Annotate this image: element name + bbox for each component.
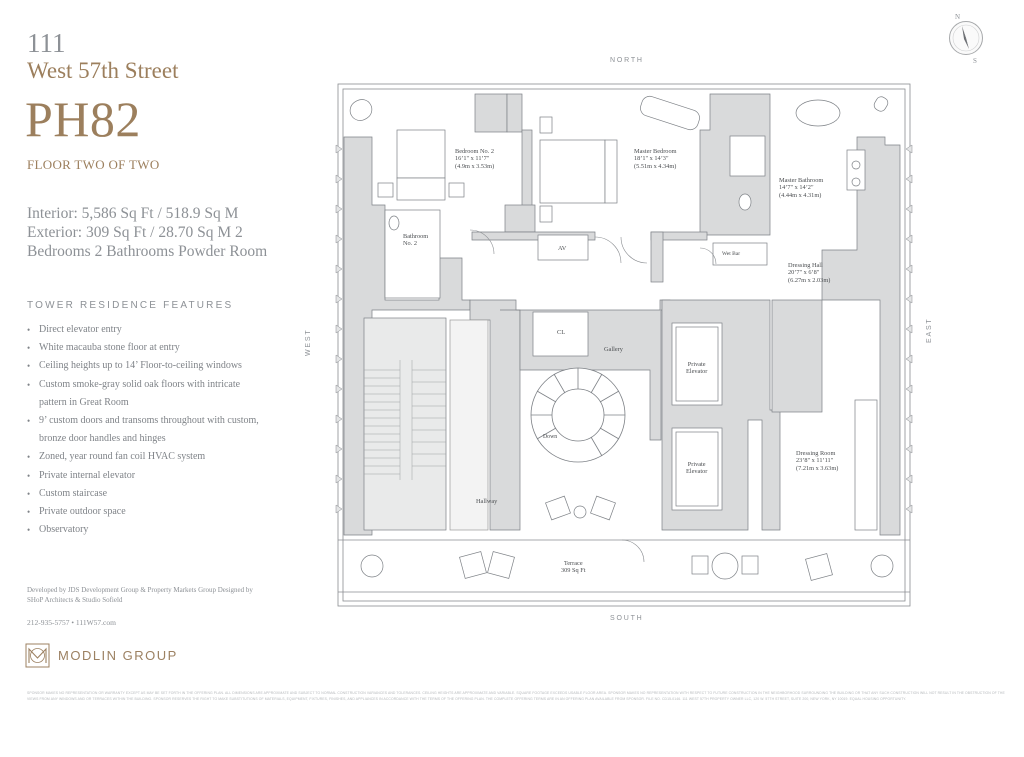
av-closet xyxy=(537,234,589,261)
compass-south-letter: S xyxy=(973,57,977,65)
room-label-hallway: Hallway xyxy=(476,498,498,505)
feature-item: Ceiling heights up to 14’ Floor-to-ceili… xyxy=(27,357,292,375)
features-title: TOWER RESIDENCE FEATURES xyxy=(27,300,234,311)
feature-item: Custom staircase xyxy=(27,485,292,503)
feature-item: 9’ custom doors and transoms throughout … xyxy=(27,412,292,430)
vanity xyxy=(846,149,866,191)
wet-bar xyxy=(712,242,768,266)
east-wall xyxy=(821,136,901,536)
bathtub xyxy=(795,99,841,127)
feature-item: Private outdoor space xyxy=(27,503,292,521)
room-label-gallery: Gallery xyxy=(604,346,623,353)
feature-item: White macauba stone floor at entry xyxy=(27,339,292,357)
feature-item: Zoned, year round fan coil HVAC system xyxy=(27,448,292,466)
unit-title: PH82 xyxy=(25,91,141,147)
compass-north-letter: N xyxy=(955,13,961,21)
toilet xyxy=(738,193,752,211)
features-list: Direct elevator entryWhite macauba stone… xyxy=(27,321,292,540)
contact-info: 212-935-5757 • 111W57.com xyxy=(27,618,116,627)
brand-name: MODLIN GROUP xyxy=(58,648,178,663)
spiral-staircase xyxy=(530,367,626,463)
feature-item: pattern in Great Room xyxy=(39,396,129,408)
legal-disclaimer: SPONSOR MAKES NO REPRESENTATION OR WARRA… xyxy=(27,691,1005,701)
feature-item: bronze door handles and hinges xyxy=(39,433,166,445)
feature-item: Private internal elevator xyxy=(27,467,292,485)
feature-item: Custom smoke-gray solid oak floors with … xyxy=(27,376,292,394)
compass-icon xyxy=(949,21,983,55)
room-label-wet-bar: Wet Bar xyxy=(722,251,741,257)
terrace-planter-west xyxy=(360,554,384,578)
chaise-lounge xyxy=(640,95,700,131)
developer-credits: Developed by JDS Development Group & Pro… xyxy=(27,586,253,604)
room-label-down: Down xyxy=(543,434,558,440)
bed-2 xyxy=(396,129,446,179)
stair-block xyxy=(363,317,447,531)
bedroom2-wall-block xyxy=(474,93,508,133)
room-label-av: AV xyxy=(558,245,567,252)
feature-item: Observatory xyxy=(27,521,292,539)
feature-item: Direct elevator entry xyxy=(27,321,292,339)
elevator-car-2 xyxy=(671,427,723,511)
modlin-logo-icon xyxy=(25,643,50,668)
direction-south: SOUTH xyxy=(610,615,644,622)
room-label-closet: CL xyxy=(557,329,566,336)
floor-label: FLOOR TWO OF TWO xyxy=(27,157,160,172)
area-summary: Interior: 5,586 Sq Ft / 518.9 Sq M Exter… xyxy=(27,205,268,260)
master-bed xyxy=(539,139,606,204)
address-number: 111 xyxy=(27,28,66,58)
elevator-car-1 xyxy=(671,322,723,406)
direction-north: NORTH xyxy=(610,57,644,64)
terrace-planter-east xyxy=(870,554,894,578)
closet xyxy=(532,311,589,357)
address-street: West 57th Street xyxy=(27,58,179,83)
plan-outline xyxy=(337,83,911,607)
